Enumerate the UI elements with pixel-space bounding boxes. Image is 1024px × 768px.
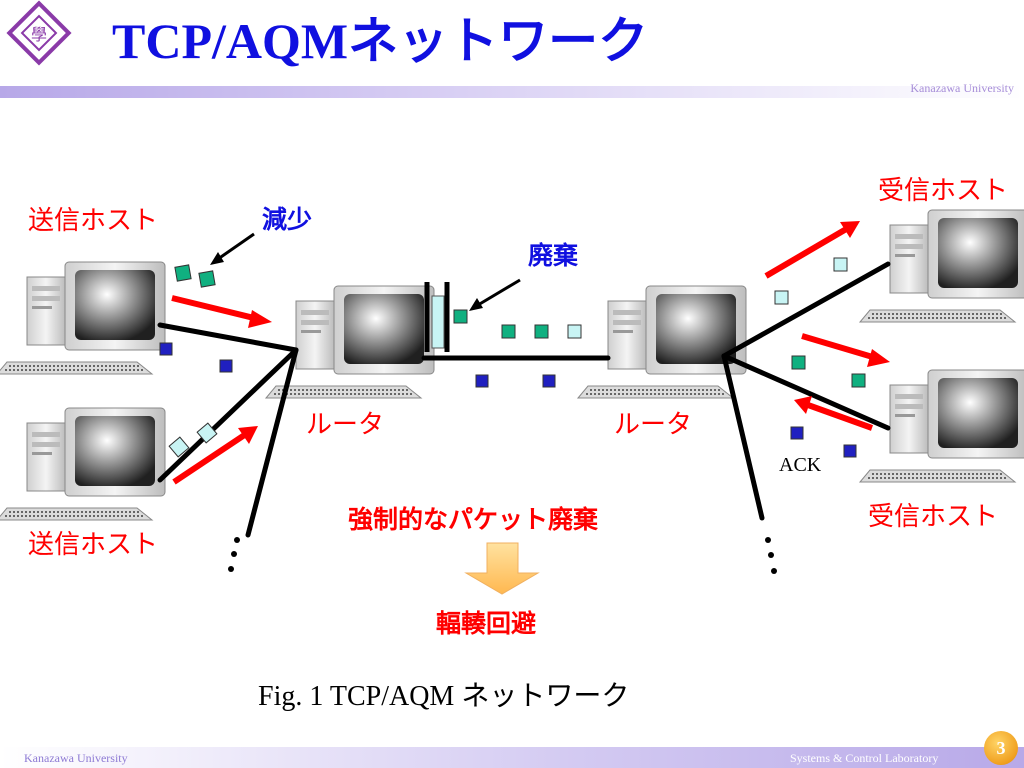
receiver-top-label: 受信ホスト [878, 176, 1009, 206]
network-links [157, 261, 891, 538]
receiver-bottom-label: 受信ホスト [868, 502, 999, 532]
page-title: TCP/AQMネットワーク [112, 13, 649, 69]
header-university-label: Kanazawa University [910, 81, 1014, 95]
footer-bar [0, 747, 1024, 768]
down-arrow-icon [464, 542, 540, 595]
university-emblem-icon: 學 [6, 0, 72, 66]
ack-label: ACK [779, 454, 822, 476]
more-senders-dots [228, 537, 240, 572]
packets [159, 257, 866, 458]
more-receivers-dots [765, 537, 777, 574]
congestion-avoid-label: 輻輳回避 [436, 609, 537, 638]
router-right-icon [577, 285, 747, 399]
svg-text:學: 學 [31, 25, 47, 44]
page-number-badge: 3 [984, 731, 1018, 765]
footer-university-label: Kanazawa University [24, 751, 128, 765]
router-queue-buffer [424, 282, 450, 352]
sender-host-bottom-icon [0, 407, 166, 521]
sender-bottom-label: 送信ホスト [28, 530, 159, 560]
router-left-icon [265, 285, 435, 399]
figure-caption: Fig. 1 TCP/AQM ネットワーク [258, 681, 630, 712]
sender-host-top-icon [0, 261, 166, 375]
forced-drop-label: 強制的なパケット廃棄 [348, 505, 599, 534]
footer-lab-label: Systems & Control Laboratory [790, 751, 939, 765]
flow-arrows [171, 221, 890, 485]
drop-label: 廃棄 [528, 241, 579, 270]
title-underline-bar [0, 86, 1024, 98]
decrease-label: 減少 [262, 205, 313, 234]
router-right-label: ルータ [614, 410, 693, 440]
router-left-label: ルータ [306, 410, 385, 440]
sender-top-label: 送信ホスト [28, 206, 159, 236]
annotation-arrows [210, 232, 521, 311]
